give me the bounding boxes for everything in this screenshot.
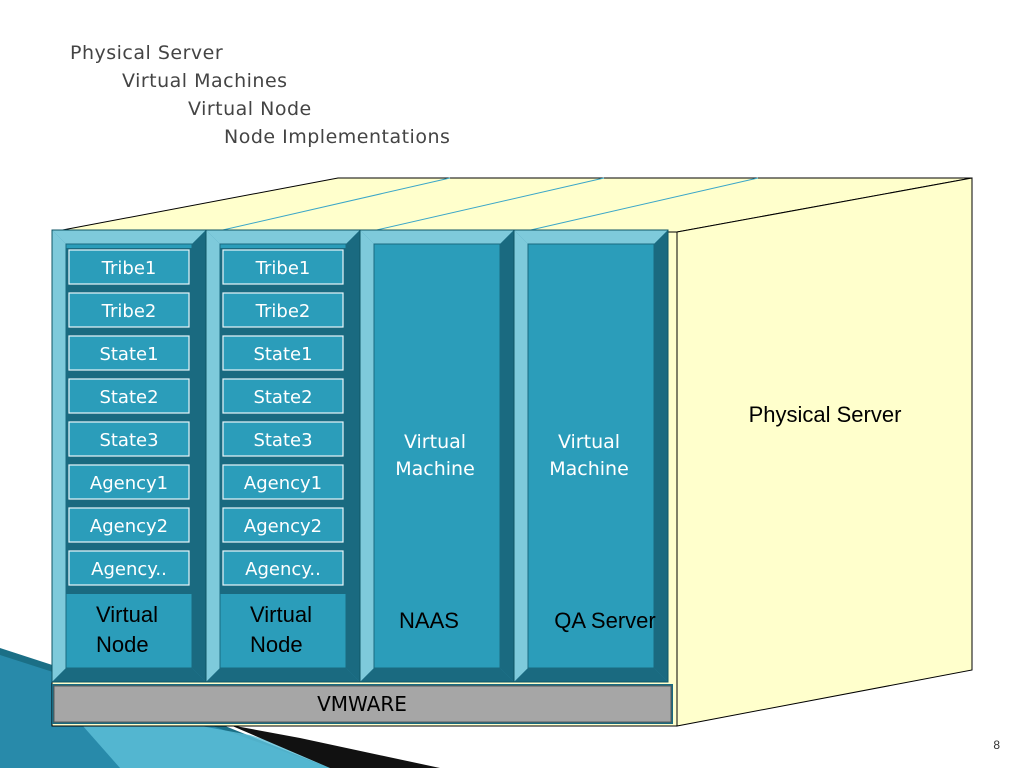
virtual-node-label: Node bbox=[96, 632, 149, 657]
node-item-label: Agency.. bbox=[245, 559, 321, 580]
heading-physical-server: Physical Server bbox=[70, 42, 224, 64]
node-item-tile bbox=[68, 249, 190, 285]
heading-virtual-node: Virtual Node bbox=[188, 98, 312, 120]
column-virtual-node: Tribe1Tribe2State1State2State3Agency1Age… bbox=[205, 229, 361, 683]
virtual-node-label: Node bbox=[250, 632, 303, 657]
heading-node-implementations: Node Implementations bbox=[224, 126, 451, 148]
heading-virtual-machines: Virtual Machines bbox=[122, 70, 288, 92]
vmware-bar: VMWARE bbox=[52, 684, 673, 724]
column-virtual-node: Tribe1Tribe2State1State2State3Agency1Age… bbox=[51, 229, 207, 683]
node-item-tile bbox=[222, 550, 344, 586]
virtual-machine-columns: Tribe1Tribe2State1State2State3Agency1Age… bbox=[51, 229, 669, 683]
node-item-tile bbox=[68, 378, 190, 414]
node-item-label: Agency1 bbox=[90, 473, 168, 494]
node-item-tile bbox=[222, 335, 344, 371]
virtual-machine-title: Machine bbox=[395, 458, 475, 480]
node-item-label: State2 bbox=[99, 387, 158, 408]
virtual-machine-title: Virtual bbox=[404, 431, 466, 453]
node-item-label: Tribe2 bbox=[255, 301, 311, 322]
virtual-machine-label: NAAS bbox=[399, 608, 459, 633]
physical-server-label: Physical Server bbox=[749, 402, 902, 427]
node-item-tile bbox=[222, 421, 344, 457]
node-item-label: Tribe2 bbox=[101, 301, 157, 322]
node-item-tile bbox=[222, 464, 344, 500]
virtual-node-label: Virtual bbox=[96, 602, 158, 627]
node-item-label: State3 bbox=[253, 430, 312, 451]
virtual-machine-label: QA Server bbox=[554, 608, 655, 633]
node-item-tile bbox=[68, 507, 190, 543]
node-item-tile bbox=[222, 249, 344, 285]
virtual-machine-title: Machine bbox=[549, 458, 629, 480]
vmware-label: VMWARE bbox=[317, 692, 407, 716]
node-item-label: Agency.. bbox=[91, 559, 167, 580]
node-item-label: State1 bbox=[253, 344, 312, 365]
node-item-tile bbox=[222, 292, 344, 328]
node-item-label: Tribe1 bbox=[101, 258, 157, 279]
node-item-label: Agency1 bbox=[244, 473, 322, 494]
node-item-tile bbox=[222, 507, 344, 543]
node-item-label: State1 bbox=[99, 344, 158, 365]
node-item-tile bbox=[68, 550, 190, 586]
node-item-tile bbox=[68, 335, 190, 371]
page-number: 8 bbox=[993, 738, 1000, 752]
node-item-tile bbox=[68, 464, 190, 500]
node-item-tile bbox=[68, 292, 190, 328]
node-item-label: State3 bbox=[99, 430, 158, 451]
node-item-label: Agency2 bbox=[244, 516, 322, 537]
virtual-node-label: Virtual bbox=[250, 602, 312, 627]
node-item-label: Tribe1 bbox=[255, 258, 311, 279]
virtual-machine-title: Virtual bbox=[558, 431, 620, 453]
node-item-tile bbox=[222, 378, 344, 414]
node-item-label: Agency2 bbox=[90, 516, 168, 537]
node-item-label: State2 bbox=[253, 387, 312, 408]
node-item-tile bbox=[68, 421, 190, 457]
